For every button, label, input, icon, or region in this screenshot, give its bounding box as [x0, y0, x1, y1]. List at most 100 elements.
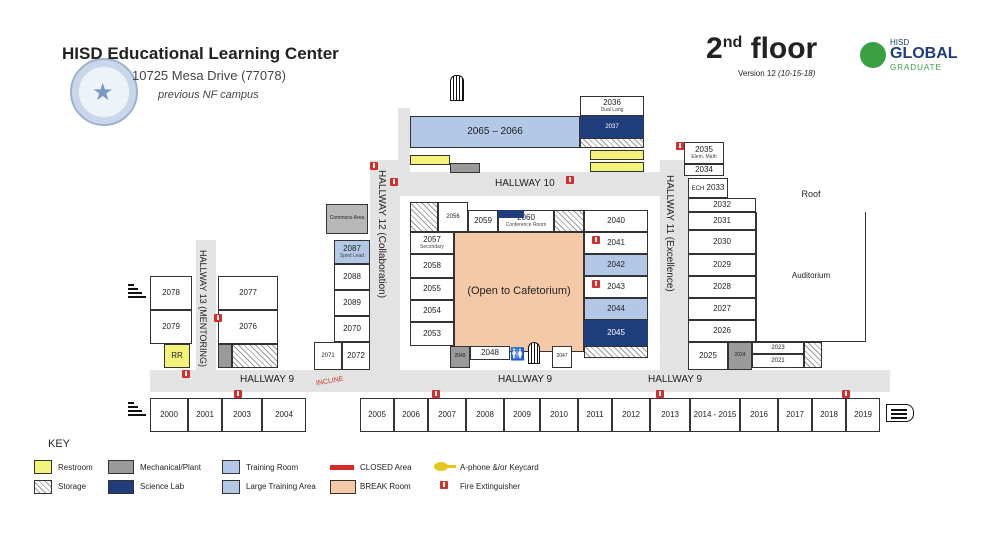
room-2055[interactable]: 2055 [410, 278, 454, 300]
room-2003[interactable]: 2003 [222, 398, 262, 432]
room-2011[interactable]: 2011 [578, 398, 612, 432]
key-aphone-label: A-phone &/or Keycard [460, 463, 539, 472]
hallway-9-left-label: HALLWAY 9 [240, 374, 295, 385]
room-2088[interactable]: 2088 [334, 264, 370, 290]
room-2048[interactable]: 2048 [470, 346, 510, 360]
room-2007[interactable]: 2007 [428, 398, 466, 432]
room-2024[interactable]: 2024 [728, 342, 752, 370]
room-2033[interactable]: ECH 2033 [688, 178, 728, 198]
room-2054-number: 2054 [423, 305, 441, 315]
room-2026[interactable]: 2026 [688, 320, 756, 342]
room-2008[interactable]: 2008 [466, 398, 504, 432]
room-2055-number: 2055 [423, 283, 441, 293]
room-2019[interactable]: 2019 [846, 398, 880, 432]
room-2012[interactable]: 2012 [612, 398, 650, 432]
room-2037[interactable]: 2037 [580, 116, 644, 138]
room-2001[interactable]: 2001 [188, 398, 222, 432]
key-mechanical-label: Mechanical/Plant [140, 463, 201, 472]
stairs-icon-bottom-left [128, 402, 146, 416]
room-2045[interactable]: 2045 [584, 320, 648, 346]
room-2021[interactable]: 2021 [752, 354, 804, 368]
room-2025[interactable]: 2025 [688, 342, 728, 370]
room-2048-number: 2048 [481, 347, 499, 357]
room-2040[interactable]: 2040 [584, 210, 648, 232]
hallway-12-label: HALLWAY 12 (Collaboration) [376, 170, 387, 299]
room-2087-sub: Sped Lead [339, 252, 365, 259]
room-2077[interactable]: 2077 [218, 276, 278, 310]
room-2000-number: 2000 [160, 409, 178, 419]
room-2004[interactable]: 2004 [262, 398, 306, 432]
room-2037-number: 2037 [605, 123, 619, 130]
room-2018[interactable]: 2018 [812, 398, 846, 432]
room-2005[interactable]: 2005 [360, 398, 394, 432]
room-2021-number: 2021 [771, 357, 785, 364]
cafetorium-open: (Open to Cafetorium) [454, 232, 584, 352]
floor-label: 2nd floor [706, 32, 817, 66]
room-2013[interactable]: 2013 [650, 398, 690, 432]
room-2059[interactable]: 2059 [468, 210, 498, 232]
exit-icon [886, 404, 914, 422]
fire-extinguisher-icon [234, 390, 242, 398]
room-2029-number: 2029 [713, 259, 731, 269]
room-2053[interactable]: 2053 [410, 322, 454, 346]
room-2032-number: 2032 [713, 199, 731, 209]
room-2088-number: 2088 [343, 271, 361, 281]
floor-suffix: nd [722, 34, 743, 51]
room-2005-number: 2005 [368, 409, 386, 419]
room-2042[interactable]: 2042 [584, 254, 648, 276]
storage-right [804, 342, 822, 368]
room-2010[interactable]: 2010 [540, 398, 578, 432]
room-2029[interactable]: 2029 [688, 254, 756, 276]
room-2058[interactable]: 2058 [410, 254, 454, 278]
room-2054[interactable]: 2054 [410, 300, 454, 322]
room-2056[interactable]: 2056 [438, 202, 468, 232]
room-2023[interactable]: 2023 [752, 342, 804, 354]
room-2014-2015[interactable]: 2014 - 2015 [690, 398, 740, 432]
room-2032[interactable]: 2032 [688, 198, 756, 212]
restroom-left[interactable]: RR [164, 344, 190, 368]
room-2030[interactable]: 2030 [688, 230, 756, 254]
address: 10725 Mesa Drive (77078) [132, 68, 286, 83]
room-2016-number: 2016 [750, 409, 768, 419]
key-large-training-swatch [222, 480, 240, 494]
room-2017[interactable]: 2017 [778, 398, 812, 432]
mechanical-left [218, 344, 232, 368]
room-2027[interactable]: 2027 [688, 298, 756, 320]
room-2041[interactable]: 2041 [584, 232, 648, 254]
room-2009[interactable]: 2009 [504, 398, 540, 432]
room-2076[interactable]: 2076 [218, 310, 278, 344]
room-2016[interactable]: 2016 [740, 398, 778, 432]
room-2034[interactable]: 2034 [684, 164, 724, 176]
room-2071[interactable]: 2071 [314, 342, 342, 370]
room-2047[interactable]: 2047 [552, 346, 572, 368]
room-2043[interactable]: 2043 [584, 276, 648, 298]
auditorium[interactable]: Auditorium [756, 212, 866, 342]
room-2041-number: 2041 [607, 237, 625, 247]
room-2072[interactable]: 2072 [342, 342, 370, 370]
room-2004-number: 2004 [275, 409, 293, 419]
key-icon [434, 462, 448, 471]
key-icon-shaft [446, 465, 456, 468]
room-2028-number: 2028 [713, 281, 731, 291]
room-2089[interactable]: 2089 [334, 290, 370, 316]
room-2028[interactable]: 2028 [688, 276, 756, 298]
room-2031[interactable]: 2031 [688, 212, 756, 230]
room-2003-number: 2003 [233, 409, 251, 419]
room-2006[interactable]: 2006 [394, 398, 428, 432]
room-2044[interactable]: 2044 [584, 298, 648, 320]
room-2065-2066[interactable]: 2065 – 2066 [410, 116, 580, 148]
key-closed-label: CLOSED Area [360, 463, 412, 472]
room-2070[interactable]: 2070 [334, 316, 370, 342]
commons-area[interactable]: Commons Area [326, 204, 368, 234]
room-2079[interactable]: 2079 [150, 310, 192, 344]
room-2025-number: 2025 [699, 350, 717, 360]
room-2077-number: 2077 [239, 287, 257, 297]
room-2000[interactable]: 2000 [150, 398, 188, 432]
room-2049[interactable]: 2049 [450, 346, 470, 368]
room-2078[interactable]: 2078 [150, 276, 192, 310]
science-lab-small[interactable] [498, 210, 524, 218]
